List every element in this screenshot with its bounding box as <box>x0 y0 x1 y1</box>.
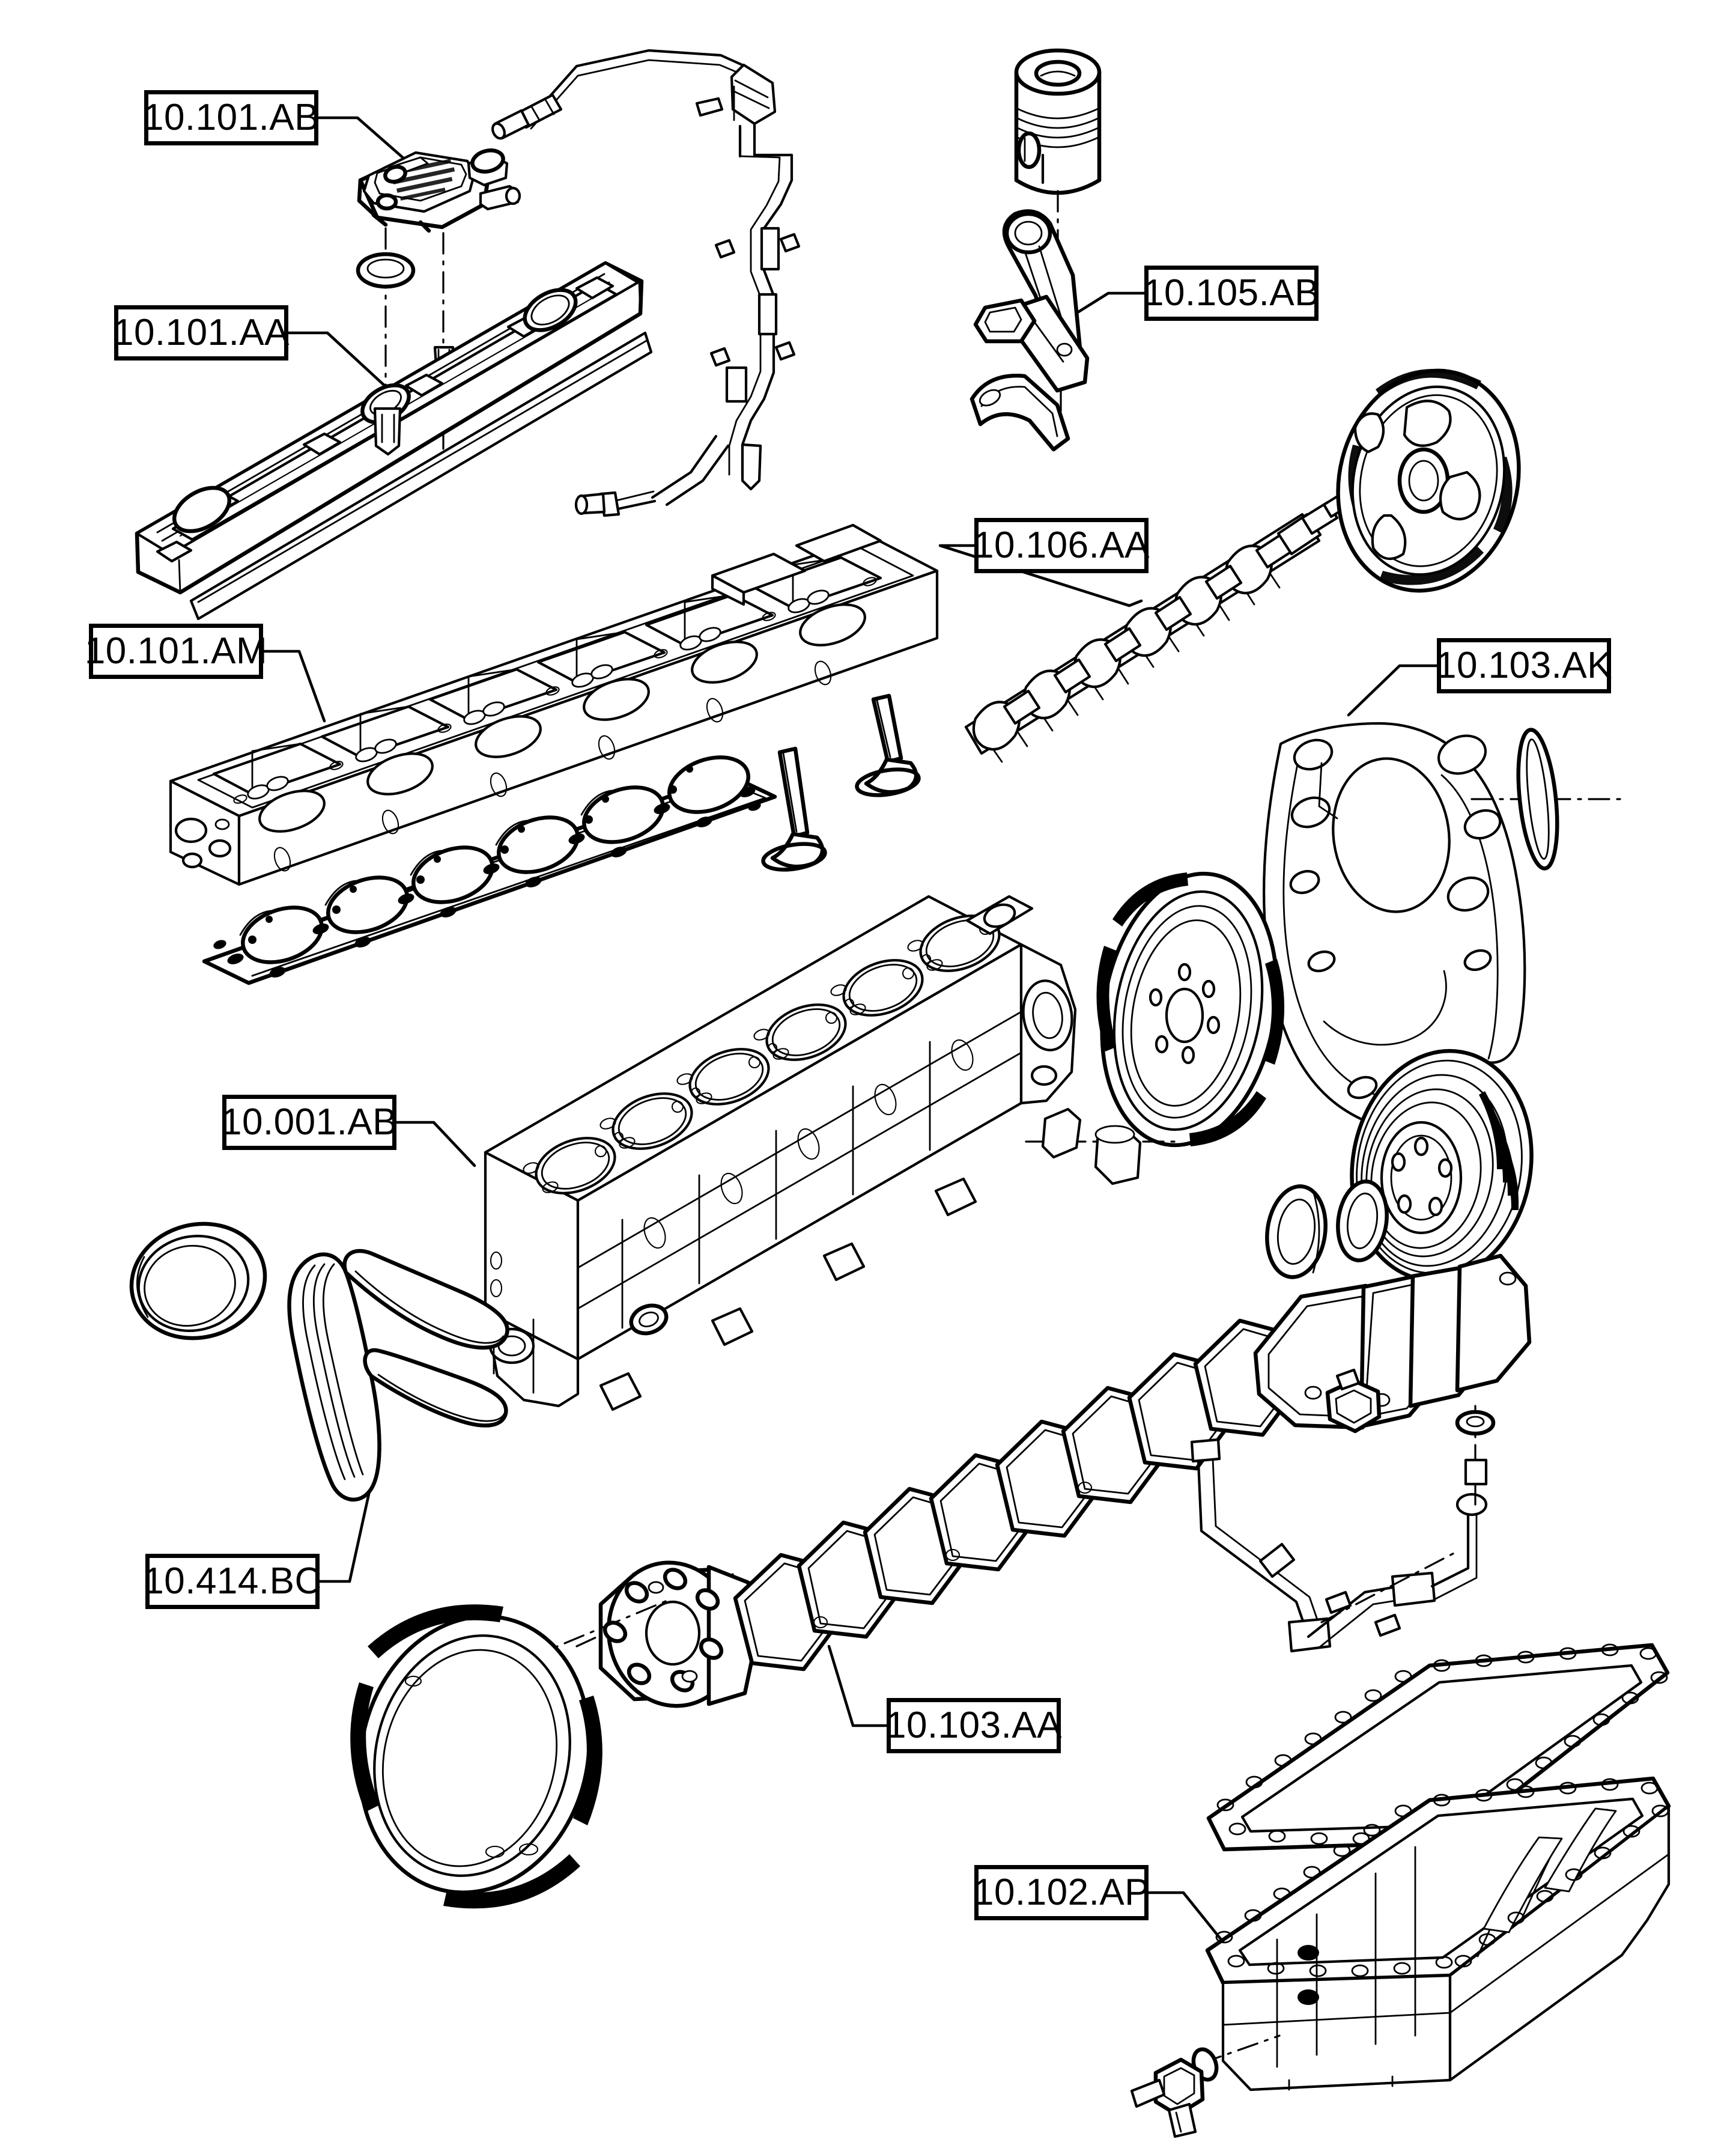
connecting-rod <box>970 209 1090 452</box>
block-side-ribs <box>577 1011 1022 1329</box>
crankshaft-damper-pulley <box>1350 1048 1534 1283</box>
flywheel <box>1096 871 1285 1148</box>
intake-valve <box>855 693 921 797</box>
camshaft-gear <box>1336 368 1521 593</box>
oil-pan-gasket <box>1206 1643 1670 1912</box>
exhaust-valve <box>761 746 827 872</box>
pickup-washer <box>1455 1405 1496 1507</box>
callout-10-414-BC[interactable]: 10.414.BC <box>143 1554 321 1609</box>
block-main-bearing-webs <box>599 1177 977 1411</box>
cylinder-block <box>484 895 1179 1411</box>
crankshaft <box>575 1253 1532 1708</box>
camshaft <box>964 368 1521 763</box>
oil-pickup-tube <box>1190 1368 1496 1653</box>
pickup-fasteners <box>1325 1590 1401 1637</box>
head-bore-seats <box>258 603 866 833</box>
head-gasket <box>202 755 777 985</box>
flywheel-housing <box>1262 722 1526 1133</box>
flywheel-ring-gear <box>350 1597 674 1909</box>
callout-10-102-AP[interactable]: 10.102.AP <box>973 1865 1150 1920</box>
callout-10-001-AB[interactable]: 10.001.AB <box>221 1095 398 1150</box>
block-rear-face <box>1019 943 1077 1105</box>
drive-belt-seal-ring <box>129 1222 267 1340</box>
gasket-bolt-holes <box>213 765 761 978</box>
valve-rocker-cover <box>135 261 653 621</box>
crankcase-breather-valve <box>357 148 521 233</box>
head-port-detail <box>233 577 877 804</box>
fuel-return-line-assembly <box>491 49 801 517</box>
drive-belt <box>287 1249 509 1502</box>
head-chambers <box>212 556 882 796</box>
callout-10-101-AB[interactable]: 10.101.AB <box>143 90 320 145</box>
callout-10-103-AA[interactable]: 10.103.AA <box>885 1698 1062 1753</box>
cylinder-head <box>169 523 939 886</box>
callout-10-106-AA[interactable]: 10.106.AA <box>973 518 1150 573</box>
head-front-face <box>174 817 232 869</box>
piston <box>1014 48 1102 254</box>
oil-drain-plug <box>1130 2034 1281 2138</box>
front-crank-seal <box>1265 1184 1328 1279</box>
block-deck-bolt-holes <box>523 922 992 1193</box>
callout-10-101-AM[interactable]: 10.101.AM <box>85 624 267 679</box>
thermostat-housing <box>1325 1368 1382 1434</box>
ring-gear-teeth <box>350 1604 602 1909</box>
oil-sump-pan <box>1205 1776 1671 2092</box>
housing-seal-ring <box>1470 728 1629 871</box>
gear-spokes <box>1353 400 1481 561</box>
cylinder-liner <box>1025 1107 1179 1185</box>
callout-10-103-AK[interactable]: 10.103.AK <box>1436 638 1612 693</box>
cam-journals <box>1003 533 1293 725</box>
rear-crank-seal <box>1336 1179 1389 1262</box>
callout-10-101-AA[interactable]: 10.101.AA <box>113 305 290 361</box>
callout-10-105-AB[interactable]: 10.105.AB <box>1143 266 1320 321</box>
